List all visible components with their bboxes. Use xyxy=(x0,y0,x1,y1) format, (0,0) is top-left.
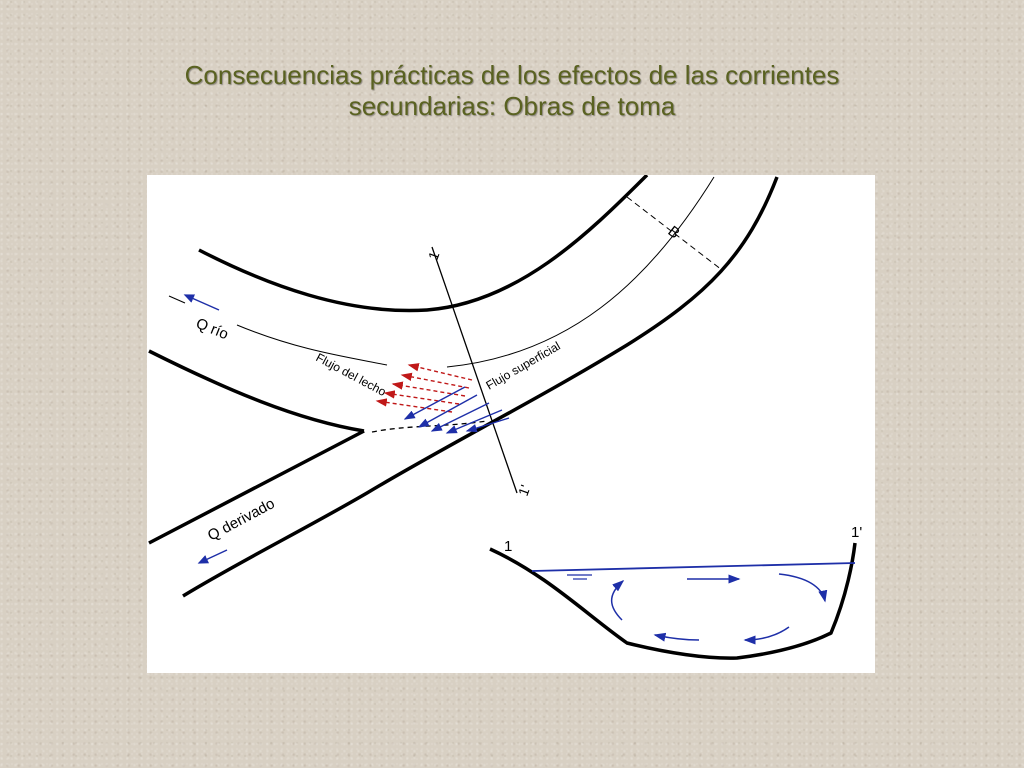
surface-flow-arrow-5 xyxy=(465,417,510,433)
water-surface-line xyxy=(531,562,856,572)
circulation-arrow-bottom xyxy=(653,632,700,642)
surface-flow-arrow-4 xyxy=(445,409,503,434)
cross-section-bed xyxy=(489,542,857,660)
slide-title: Consecuencias prácticas de los efectos d… xyxy=(0,60,1024,122)
circulation-arrow-right xyxy=(778,573,828,603)
river-centerline-right xyxy=(446,176,715,368)
title-line-1: Consecuencias prácticas de los efectos d… xyxy=(184,60,840,90)
title-line-2: secundarias: Obras de toma xyxy=(348,91,676,121)
cross-section-label-1: 1 xyxy=(504,538,512,555)
q-derivado-label: Q derivado xyxy=(205,495,278,544)
secondary-circulation xyxy=(610,573,828,645)
diagram-panel: 1 1' B Q río Flujo del lecho Flujo super… xyxy=(147,175,875,673)
section-label-1p-bottom: 1' xyxy=(515,483,534,498)
bed-flow-arrow-4 xyxy=(383,390,460,405)
bed-flow-arrow-2 xyxy=(400,372,470,389)
diversion-upper-wall xyxy=(148,429,365,545)
bed-flow-arrows xyxy=(375,363,473,413)
circulation-arrow-bottom-right xyxy=(743,626,790,645)
cross-section-label-1p: 1' xyxy=(851,524,862,541)
river-right-bank xyxy=(182,176,779,598)
q-rio-arrow xyxy=(183,294,220,311)
section-line xyxy=(431,246,518,494)
q-derivado-arrow xyxy=(197,549,228,564)
bed-flow-arrow-1 xyxy=(407,363,473,381)
river-inner-bank xyxy=(148,349,365,433)
surface-flow-arrow-3 xyxy=(430,402,490,432)
width-label-b: B xyxy=(665,223,683,243)
q-rio-arrow-tail xyxy=(168,295,186,304)
circulation-arrow-left xyxy=(610,580,625,621)
river-centerline xyxy=(236,324,388,366)
q-rio-label: Q río xyxy=(194,315,231,343)
surface-flow-arrow-1 xyxy=(403,386,466,420)
surface-flow-arrows xyxy=(403,386,510,434)
surface-flow-arrow-2 xyxy=(417,394,478,428)
intake-diagram: 1 1' B Q río Flujo del lecho Flujo super… xyxy=(148,175,862,660)
flujo-superficial-label: Flujo superficial xyxy=(484,339,563,393)
bed-flow-arrow-3 xyxy=(391,381,466,397)
bed-flow-arrow-5 xyxy=(375,398,453,413)
river-outer-bank xyxy=(198,175,649,313)
